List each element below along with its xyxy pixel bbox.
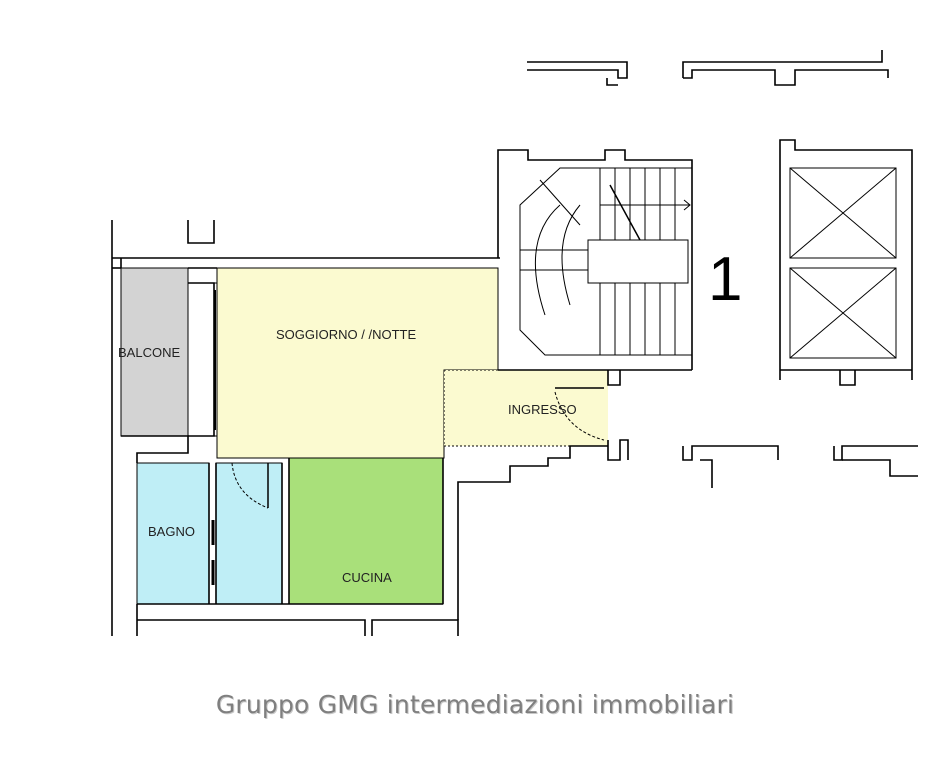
label-soggiorno: SOGGIORNO / /NOTTE [276,327,416,342]
bottom-walls [682,445,918,488]
label-cucina: CUCINA [342,570,392,585]
elevators [779,139,913,386]
stair-number: 1 [708,245,742,314]
room-bagno [136,462,210,605]
room-cucina [288,457,444,605]
room-balcone [120,267,189,437]
door-swings [211,387,605,585]
agency-footer: Gruppo GMG intermediazioni immobiliari [215,690,735,719]
room-antibagno [215,462,283,605]
top-walls [527,50,889,86]
building-walls [111,220,608,636]
label-bagno: BAGNO [148,524,195,539]
stairwell [497,149,693,461]
room-ingresso [444,370,608,446]
label-balcone: BALCONE [118,345,180,360]
label-ingresso: INGRESSO [508,402,577,417]
